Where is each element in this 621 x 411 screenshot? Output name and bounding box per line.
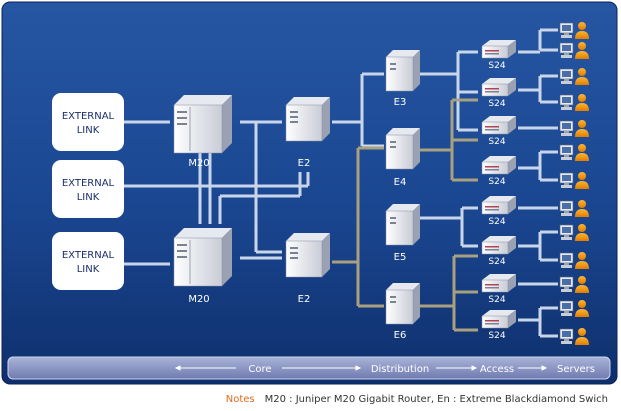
switch-label: S24 [488,177,505,187]
switch-label: E6 [394,330,407,341]
server-user-icon [559,200,589,217]
external-link-2: EXTERNAL LINK [52,160,124,218]
tier-core: Core [248,364,271,375]
switch-label: S24 [488,257,505,267]
external-link-1: EXTERNAL LINK [52,93,124,151]
server-user-icon [559,300,589,317]
external-link-label-line1: EXTERNAL [62,111,115,122]
switch-e4 [385,128,420,170]
external-link-label-line2: LINK [77,192,100,203]
switch-s24 [481,196,516,215]
external-link-label-line1: EXTERNAL [62,250,115,261]
notes-text: M20 : Juniper M20 Gigabit Router, En : E… [264,394,608,405]
router-label: M20 [188,294,209,305]
switch-label: E5 [394,252,407,263]
switch-e2-top [285,97,330,142]
server-user-icon [559,42,589,59]
switch-label: S24 [488,295,505,305]
server-user-icon [559,94,589,111]
switch-label: S24 [488,99,505,109]
router-m20-top [173,95,232,154]
router-m20-bottom [173,228,232,287]
server-user-icon [559,144,589,161]
switch-s24 [481,274,516,293]
tier-distribution: Distribution [371,364,429,375]
server-user-icon [559,120,589,137]
external-link-label-line1: EXTERNAL [62,178,115,189]
switch-s24 [481,78,516,97]
switch-e3 [385,50,420,92]
switch-label: S24 [488,217,505,227]
server-user-icon [559,276,589,293]
switch-s24 [481,310,516,329]
servers [559,22,589,345]
links-light [124,28,558,338]
switch-label: S24 [488,137,505,147]
switch-e6 [385,283,420,325]
router-label: M20 [188,158,209,169]
switch-label: E4 [394,177,407,188]
switch-label: E2 [298,294,311,305]
server-user-icon [559,252,589,269]
switch-s24 [481,156,516,175]
switch-s24 [481,116,516,135]
links-tan [332,98,478,332]
external-link-label-line2: LINK [77,125,100,136]
server-user-icon [559,22,589,39]
switch-label: S24 [488,61,505,71]
tier-access: Access [480,364,514,375]
switch-s24 [481,40,516,59]
server-user-icon [559,224,589,241]
server-user-icon [559,172,589,189]
switch-label: E3 [394,97,407,108]
tier-servers: Servers [557,364,595,375]
switch-label: S24 [488,331,505,341]
switch-e5 [385,204,420,246]
server-user-icon [559,68,589,85]
network-diagram: EXTERNAL LINK EXTERNAL LINK EXTERNAL LIN… [1,1,618,385]
notes-caption: Notes M20 : Juniper M20 Gigabit Router, E… [0,392,608,408]
notes-key: Notes [225,394,255,405]
diagram-background [1,1,618,385]
external-link-3: EXTERNAL LINK [52,232,124,290]
tier-bar: Core Distribution Access Servers [7,356,611,380]
external-link-label-line2: LINK [77,264,100,275]
switch-label: E2 [298,158,311,169]
switch-s24 [481,236,516,255]
server-user-icon [559,328,589,345]
switch-e2-bottom [285,233,330,278]
